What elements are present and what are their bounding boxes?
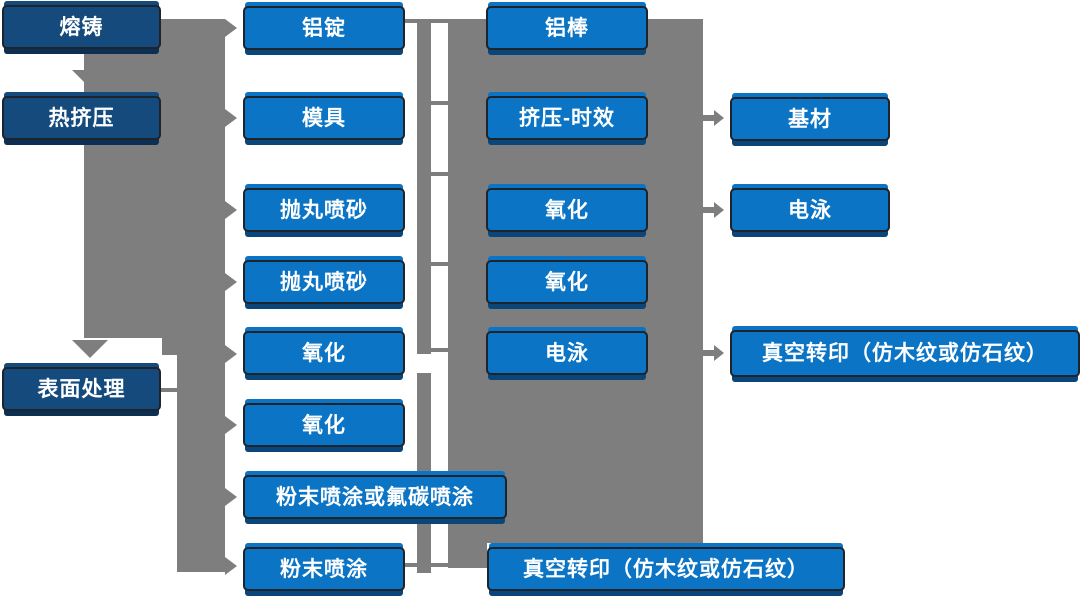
arrowhead-to-mold — [225, 109, 237, 127]
node-extrusion-aging: 挤压-时效 — [486, 96, 648, 140]
arrowhead-down-to-surface-treatment — [72, 340, 108, 358]
connector-out-substrate — [703, 115, 714, 121]
arrowhead-to-vacuum-transfer — [714, 345, 724, 361]
node-label: 氧化 — [545, 198, 589, 222]
arrowhead-to-shot-blast-1 — [225, 201, 237, 219]
node-label: 粉末喷涂 — [280, 557, 368, 581]
node-label: 抛丸喷砂 — [280, 198, 368, 222]
connector-collector-bar-lower — [417, 373, 431, 573]
node-label: 电泳 — [788, 198, 832, 222]
connector-main-band — [84, 19, 225, 338]
node-label: 熔铸 — [59, 15, 104, 39]
node-powder-coating: 粉末喷涂 — [243, 547, 405, 591]
connector-out-electrophoresis — [703, 207, 714, 213]
node-label: 热挤压 — [48, 106, 115, 130]
node-electrophoresis-col3: 电泳 — [486, 331, 648, 375]
connector-stub-row5 — [431, 348, 448, 352]
arrowhead-to-aluminum-ingot — [225, 19, 237, 37]
node-label: 挤压-时效 — [519, 106, 615, 130]
node-mold: 模具 — [243, 96, 405, 140]
connector-stub-row4 — [431, 262, 448, 266]
node-label: 模具 — [302, 106, 346, 130]
arrowhead-to-oxidation-2 — [225, 416, 237, 434]
arrowhead-down-to-hot-extrusion — [72, 70, 108, 88]
node-label: 粉末喷涂或氟碳喷涂 — [276, 485, 474, 509]
arrowhead-to-shot-blast-2 — [225, 273, 237, 291]
connector-band-junction — [162, 338, 225, 355]
connector-distributor-foot — [448, 543, 487, 568]
connector-stub-bottom — [405, 563, 448, 567]
node-oxidation-col3-2: 氧化 — [486, 260, 648, 304]
node-label: 电泳 — [545, 341, 589, 365]
node-oxidation-col2-2: 氧化 — [243, 403, 405, 447]
connector-stub-row2 — [431, 101, 448, 105]
arrowhead-to-substrate — [714, 110, 724, 126]
node-label: 表面处理 — [37, 377, 126, 401]
node-label: 氧化 — [545, 270, 589, 294]
node-label: 铝棒 — [545, 16, 589, 40]
node-vacuum-transfer-right: 真空转印（仿木纹或仿石纹） — [730, 330, 1080, 377]
node-oxidation-col3-1: 氧化 — [486, 188, 648, 232]
connector-stub-row1 — [431, 19, 448, 23]
node-electrophoresis-col4: 电泳 — [730, 188, 890, 232]
node-label: 铝锭 — [302, 16, 346, 40]
connector-surface-spine — [177, 352, 225, 572]
node-melt-casting: 熔铸 — [2, 5, 161, 49]
arrowhead-to-powder-coating — [225, 557, 237, 575]
node-aluminum-ingot: 铝锭 — [243, 6, 405, 50]
node-label: 真空转印（仿木纹或仿石纹） — [523, 557, 809, 581]
connector-collector-bar-upper — [417, 19, 431, 354]
connector-stub-ingot-to-bar — [405, 19, 417, 23]
node-substrate: 基材 — [730, 97, 890, 141]
connector-out-vacuum-transfer — [703, 350, 714, 356]
connector-surface-stub — [160, 388, 178, 392]
node-hot-extrusion: 热挤压 — [2, 96, 161, 140]
connector-stub-row3 — [431, 172, 448, 176]
arrowhead-to-oxidation-1 — [225, 345, 237, 363]
node-aluminum-rod: 铝棒 — [486, 6, 648, 50]
node-label: 真空转印（仿木纹或仿石纹） — [762, 342, 1048, 365]
node-label: 氧化 — [302, 341, 346, 365]
node-surface-treatment: 表面处理 — [2, 367, 161, 411]
node-label: 氧化 — [302, 413, 346, 437]
node-shot-blast-sandblast-1: 抛丸喷砂 — [243, 188, 405, 232]
node-label: 基材 — [788, 107, 832, 131]
node-shot-blast-sandblast-2: 抛丸喷砂 — [243, 260, 405, 304]
arrowhead-to-powder-fluoro — [225, 488, 237, 506]
node-vacuum-transfer-bottom: 真空转印（仿木纹或仿石纹） — [487, 547, 845, 591]
node-label: 抛丸喷砂 — [280, 270, 368, 294]
arrowhead-to-electrophoresis-col4 — [714, 202, 724, 218]
node-oxidation-col2-1: 氧化 — [243, 331, 405, 375]
node-powder-or-fluorocarbon-coating: 粉末喷涂或氟碳喷涂 — [243, 475, 507, 519]
